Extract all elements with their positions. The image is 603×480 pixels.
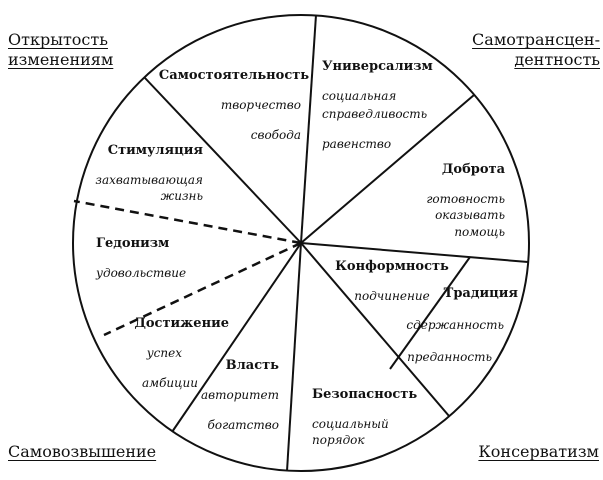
sector-item-life: жизнь [161,189,203,203]
sector-item-obedience: подчинение [354,289,430,303]
sector-item-pleasure: удовольствие [95,266,186,280]
divider-conformity-security [300,242,450,417]
sector-title-stimulation: Стимуляция [108,143,204,158]
sector-title-universalism: Универсализм [322,59,433,74]
sector-item-help: помощь [454,225,505,239]
sector-title-hedonism: Гедонизм [96,236,169,251]
corner-label-self-transcendence: Самотрансцен- дентность [472,30,600,70]
sector-item-readiness: готовность [426,192,505,206]
corner-label-openness-line2: изменениям [8,50,114,69]
sector-title-tradition: Традиция [444,286,519,301]
sector-item-wealth: богатство [208,418,279,432]
divider-conformity-tradition [389,256,471,370]
divider-security-power [286,242,302,472]
corner-label-conservatism-text: Консерватизм [478,442,599,461]
sector-item-authority: авторитет [201,388,279,402]
corner-label-openness: Открытость изменениям [8,30,113,70]
divider-power-achievement [171,242,302,433]
sector-item-success: успех [146,346,183,360]
dashed-divider-hedonism-achievement [103,241,302,337]
sector-item-justice: справедливость [322,107,427,121]
sector-title-security: Безопасность [312,387,417,402]
corner-label-self-enhancement-text: Самовозвышение [8,442,157,461]
sector-title-power: Власть [226,358,280,373]
sector-item-social-order-1: социальный [312,417,389,431]
divider-universalism-benevolence [300,94,475,244]
sector-item-devotion: преданность [407,350,492,364]
sector-item-creativity: творчество [221,98,301,112]
sector-item-exciting: захватывающая [95,173,203,187]
divider-stimulation-self-direction [144,77,302,244]
corner-label-self-transcendence-line1: Самотрансцен- [472,30,600,49]
sector-item-to-provide: оказывать [435,208,505,222]
divider-benevolence-conformity [300,242,529,263]
sector-title-self-direction: Самостоятельность [159,68,309,83]
corner-label-self-enhancement: Самовозвышение [8,442,156,462]
corner-label-openness-line1: Открытость [8,30,108,49]
corner-label-conservatism: Консерватизм [478,442,599,462]
sector-item-ambitions: амбиции [142,376,198,390]
divider-self-direction-universalism [300,14,317,244]
corner-label-self-transcendence-line2: дентность [514,50,600,69]
sector-title-conformity: Конформность [335,259,449,274]
dashed-divider-hedonism-stimulation [73,199,302,245]
sector-item-social: социальная [322,89,396,103]
sector-item-equality: равенство [322,137,391,151]
sector-item-freedom: свобода [251,128,301,142]
sector-item-social-order-2: порядок [312,433,365,447]
sector-item-restraint: сдержанность [406,318,504,332]
outer-circle [72,14,530,472]
sector-title-achievement: Достижение [134,316,229,331]
sector-title-benevolence: Доброта [442,162,506,177]
